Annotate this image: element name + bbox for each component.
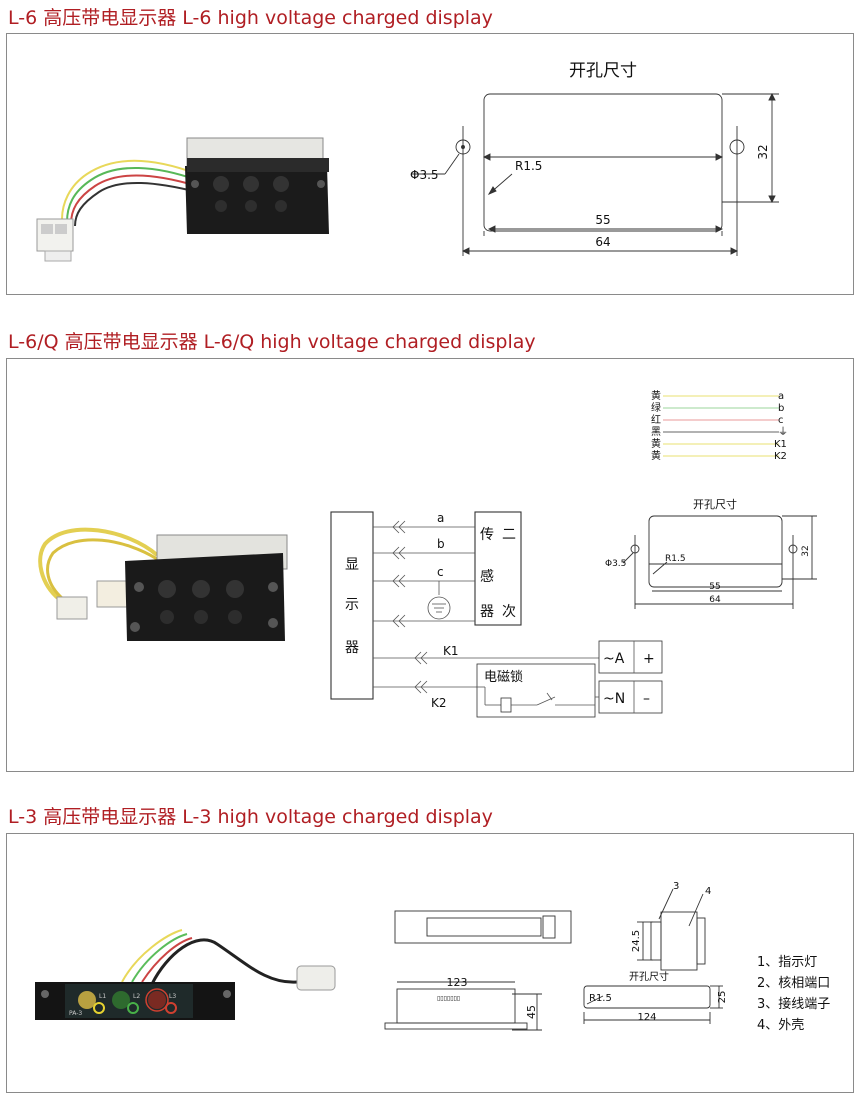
legend-color-3: 红: [651, 413, 661, 426]
display-box-char-1: 显: [345, 557, 359, 573]
wire-label-a: a: [437, 511, 444, 525]
wire-label-k2: K2: [431, 696, 447, 710]
panel-l3: PA-3 L1 L2 L3 ▯▯▯▯▯▯▯ 123 45: [6, 833, 854, 1093]
legend-color-1: 黄: [651, 389, 661, 402]
part-3: 3、接线端子: [757, 996, 830, 1012]
display-box-char-2: 示: [345, 597, 359, 613]
l3-led-label-1: L1: [99, 993, 106, 1000]
l6q-dim-outer: 64: [709, 595, 721, 605]
legend-color-6: 黄: [651, 449, 661, 462]
l6q-cutout-drawing: [622, 515, 817, 609]
terminal-plus: +: [643, 651, 655, 667]
l3-cutout-width: 124: [637, 1012, 656, 1023]
l6-dim-outer: 64: [595, 235, 610, 249]
legend-term-4: ⏚: [778, 426, 788, 438]
legend-term-6: K2: [774, 451, 787, 462]
l3-cutout-title: 开孔尺寸: [629, 970, 669, 983]
panel-l6: 开孔尺寸 Φ3.5 R1.5 55 64 32: [6, 33, 854, 295]
l3-front-view: [384, 910, 572, 1031]
l3-side-label-4: 4: [705, 886, 711, 897]
l6-hole-label: Φ3.5: [410, 168, 439, 182]
l3-product-photo: [35, 929, 336, 1020]
legend-term-5: K1: [774, 439, 787, 450]
l6q-figure: 黄 绿 红 黑 黄 黄 a b c ⏚ K1 K2: [38, 389, 817, 718]
legend-color-5: 黄: [651, 437, 661, 450]
terminal-a: ~A: [603, 651, 625, 667]
wire-label-b: b: [437, 537, 445, 551]
l3-cutout-height: 25: [717, 991, 728, 1004]
wire-label-c: c: [437, 565, 444, 579]
section-title-l6q: L-6/Q 高压带电显示器 L-6/Q high voltage charged…: [8, 331, 536, 353]
l6-radius-label: R1.5: [515, 159, 542, 173]
wire-color-legend: [663, 395, 779, 457]
sensor-box-char-3: 器: [480, 604, 494, 620]
l6-dim-inner: 55: [595, 213, 610, 227]
l3-dim-width: 123: [447, 976, 468, 989]
l3-side-view: [637, 888, 706, 971]
l3-figure: PA-3 L1 L2 L3 ▯▯▯▯▯▯▯ 123 45: [35, 881, 830, 1033]
l3-dim-height: 45: [525, 1005, 538, 1019]
l6q-product-photo: [38, 527, 288, 641]
wire-label-k1: K1: [443, 644, 459, 658]
legend-color-2: 绿: [651, 401, 661, 414]
sensor-box-char-4: 二: [502, 527, 516, 543]
legend-term-2: b: [778, 403, 784, 414]
l6-cutout-drawing: [412, 92, 779, 256]
l3-led-label-2: L2: [133, 993, 140, 1000]
terminal-n: ~N: [603, 691, 625, 707]
part-4: 4、外壳: [757, 1018, 804, 1033]
l6q-dim-height: 32: [801, 545, 811, 556]
legend-color-4: 黑: [651, 426, 661, 438]
part-2: 2、核相端口: [757, 976, 830, 991]
section-title-l3: L-3 高压带电显示器 L-3 high voltage charged dis…: [8, 806, 493, 828]
sensor-box-char-1: 传: [480, 527, 494, 543]
l3-device-label: PA-3: [69, 1010, 82, 1017]
legend-term-3: c: [778, 415, 784, 426]
l6q-cutout-title: 开孔尺寸: [693, 497, 737, 511]
l3-side-label-3: 3: [673, 881, 679, 892]
display-box-char-3: 器: [345, 640, 359, 656]
l6-dim-height: 32: [756, 144, 770, 159]
l3-cutout-drawing: [583, 985, 723, 1024]
wiring-diagram: [330, 511, 663, 718]
part-1: 1、指示灯: [757, 955, 817, 970]
terminal-minus: –: [643, 691, 650, 707]
l6-cutout-title: 开孔尺寸: [569, 61, 637, 81]
panel-l6q: 黄 绿 红 黑 黄 黄 a b c ⏚ K1 K2: [6, 358, 854, 772]
l6q-hole-label: Φ3.5: [605, 559, 626, 569]
lock-label: 电磁锁: [484, 669, 523, 685]
l6q-radius-label: R1.5: [665, 554, 686, 564]
l6-product-photo: [36, 137, 329, 262]
l3-radius-label: R1.5: [589, 993, 612, 1004]
l3-side-dim: 24.5: [631, 930, 642, 952]
legend-term-1: a: [778, 391, 784, 402]
sensor-box-char-2: 感: [480, 568, 494, 585]
l6-figure: 开孔尺寸 Φ3.5 R1.5 55 64 32: [36, 61, 779, 262]
l6q-dim-inner: 55: [709, 582, 720, 592]
l3-front-detail: ▯▯▯▯▯▯▯: [437, 995, 460, 1002]
section-title-l6: L-6 高压带电显示器 L-6 high voltage charged dis…: [8, 7, 493, 29]
sensor-box-char-5: 次: [502, 604, 516, 620]
l3-led-label-3: L3: [169, 993, 176, 1000]
